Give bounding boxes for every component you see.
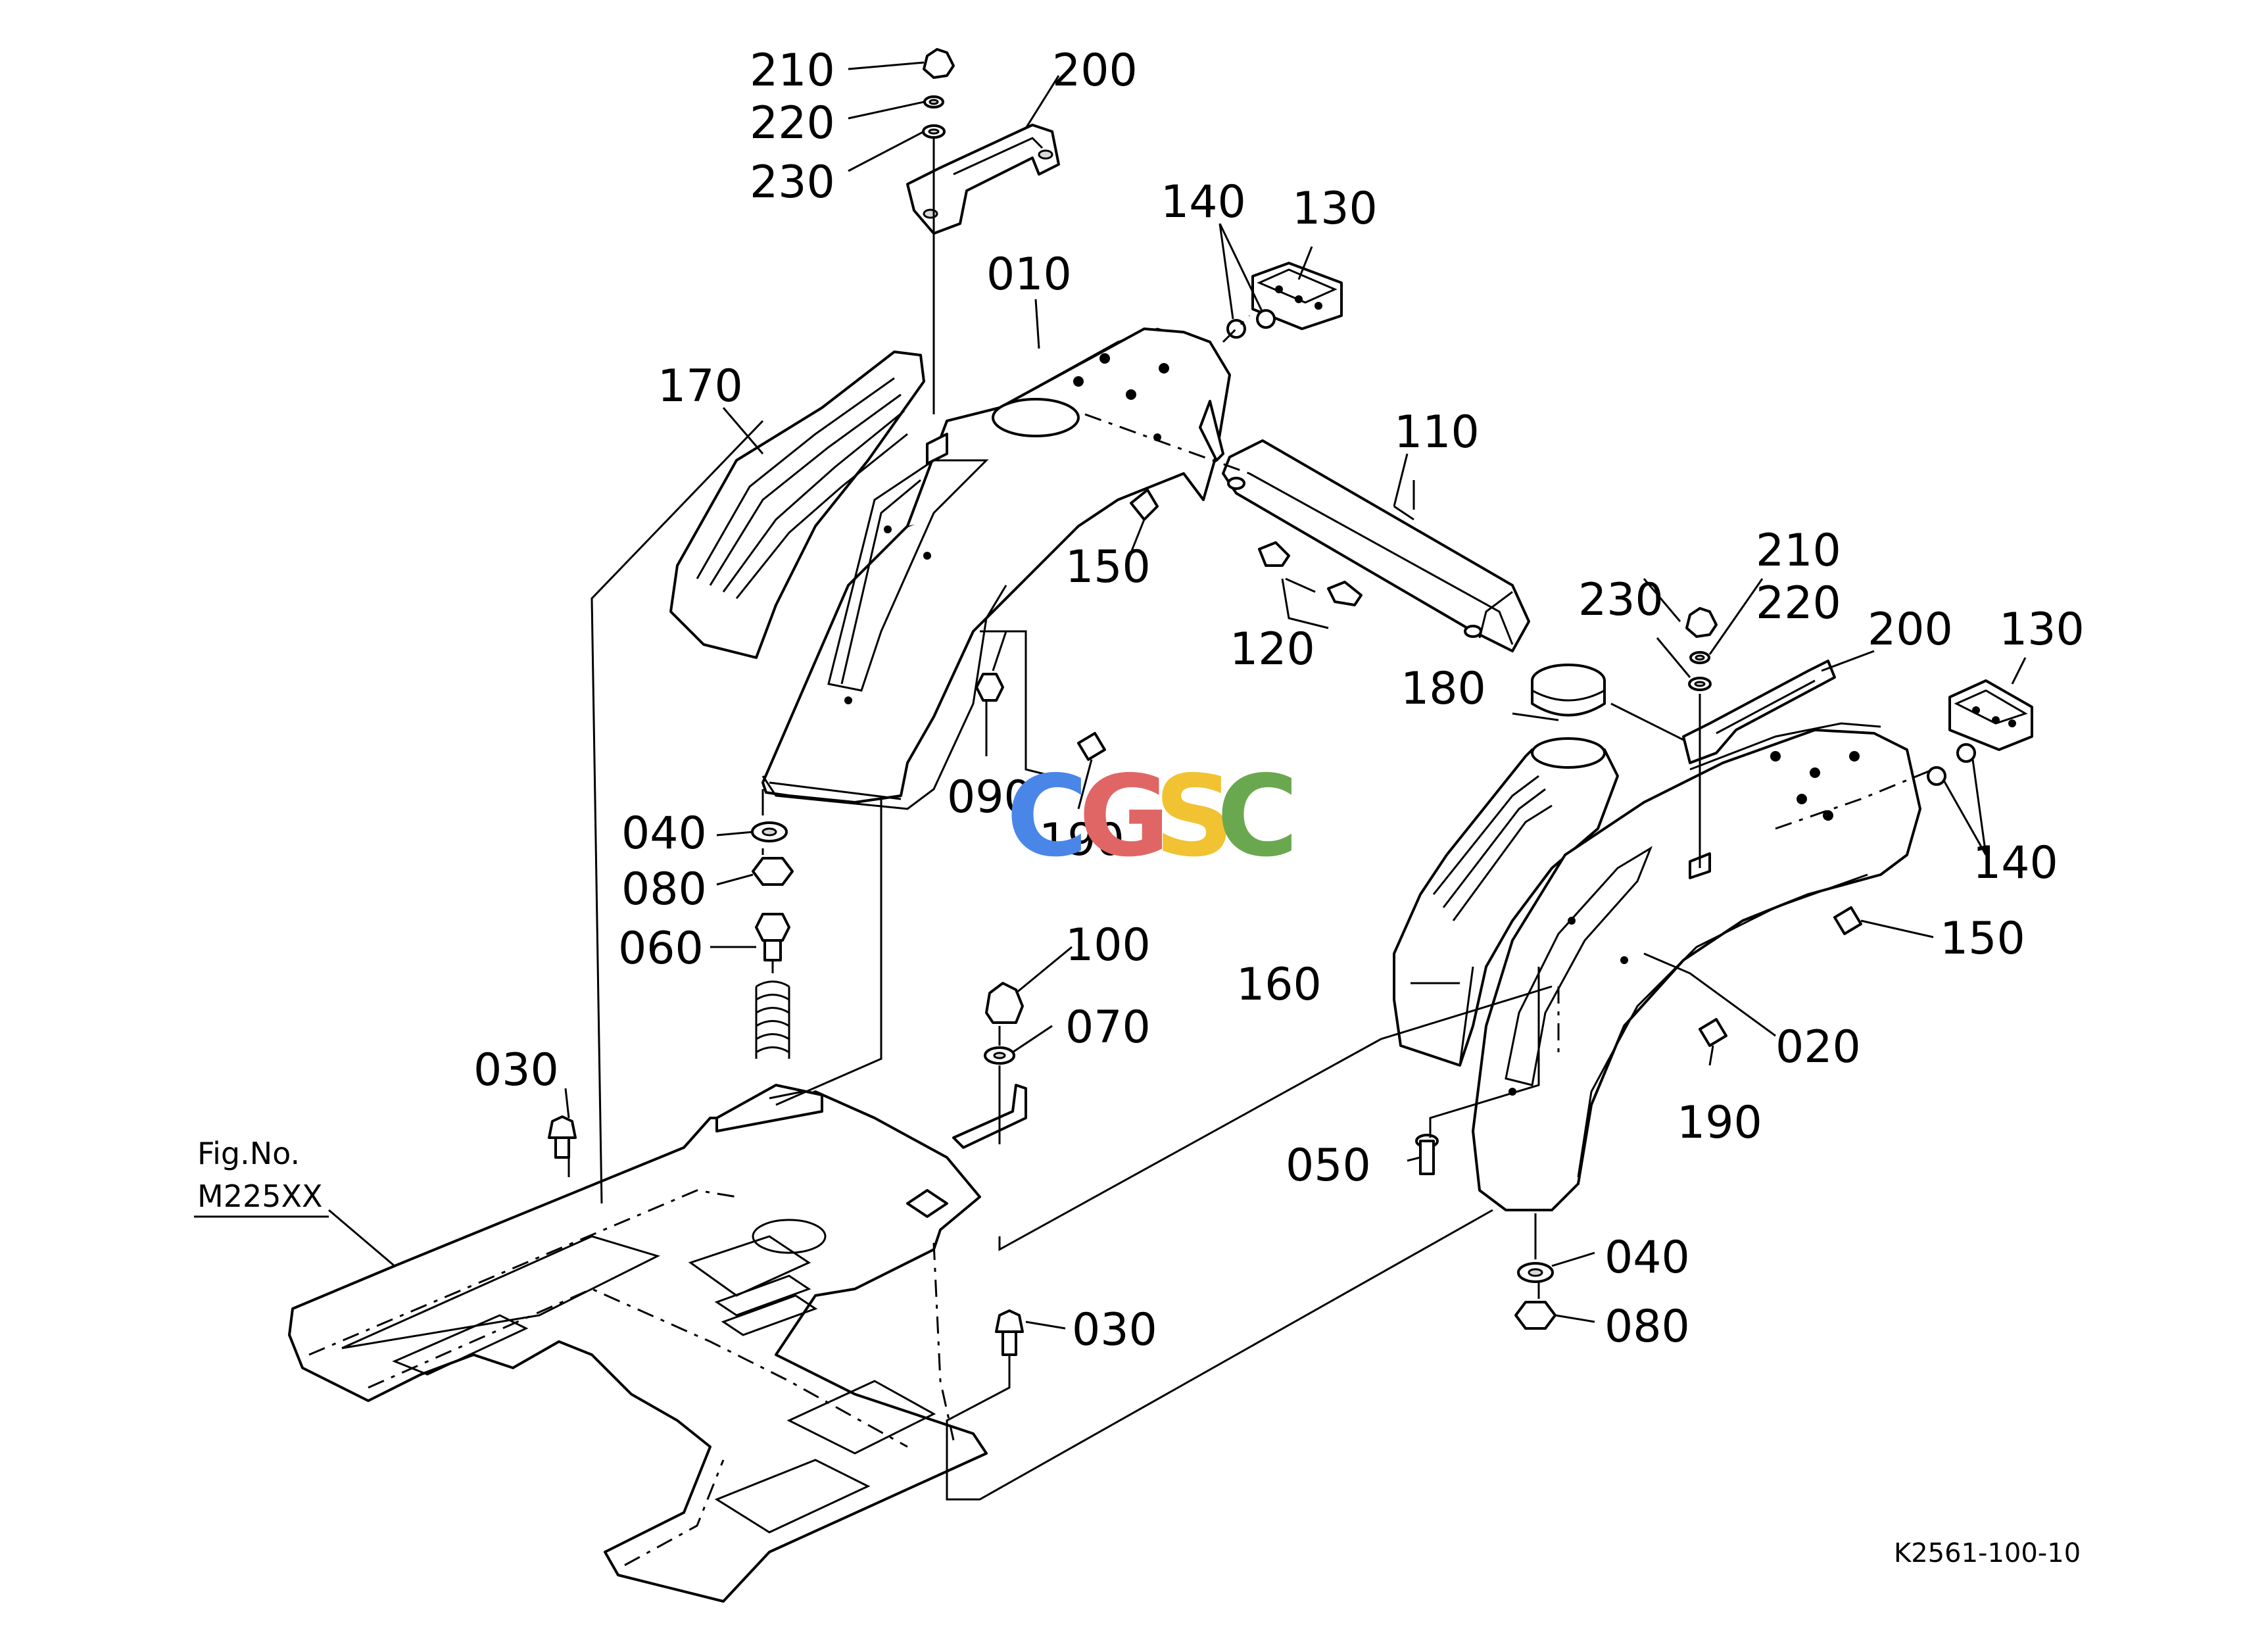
pin-030-upper (548, 1115, 577, 1159)
screw-150-left (1130, 489, 1159, 521)
callout-030-upper: 030 (473, 1044, 559, 1096)
tail-lamp-130-right (1948, 679, 2033, 751)
tail-lamp-130-left (1251, 262, 1343, 330)
callout-020: 020 (1775, 1021, 1861, 1073)
callout-labels: 210 220 230 200 140 130 010 170 110 150 … (473, 45, 2085, 1356)
watermark-letter-3: S (1154, 752, 1234, 882)
washer-220-right (1689, 651, 1710, 664)
callout-180: 180 (1401, 663, 1486, 715)
callout-100: 100 (1065, 919, 1151, 971)
spring (755, 981, 790, 1059)
screw-150-right (1833, 906, 1862, 935)
washer-070 (984, 1046, 1015, 1065)
callout-210-right: 210 (1756, 525, 1841, 577)
callout-220-right: 220 (1756, 577, 1841, 629)
washer-040-right (1517, 1262, 1554, 1283)
callout-230-left: 230 (750, 157, 835, 208)
bracket (952, 1084, 1027, 1149)
callout-130-left: 130 (1292, 183, 1378, 235)
bolt-060 (755, 913, 790, 961)
left-fender-010 (761, 328, 1231, 810)
grab-handle-200-left (906, 124, 1060, 235)
callout-200-left: 200 (1052, 45, 1138, 97)
assembly-lines (567, 138, 1934, 1501)
washer-230-right (1688, 677, 1712, 691)
drawing-reference-number: K2561-100-10 (1894, 1538, 2081, 1568)
washer-230-left (922, 124, 946, 139)
bolt-050 (1415, 1134, 1439, 1175)
callout-070: 070 (1065, 1002, 1151, 1054)
callout-010: 010 (986, 249, 1072, 301)
callout-130-right: 130 (1999, 604, 2085, 656)
floor-frame (288, 1084, 988, 1603)
figure-ref-line1: Fig.No. (197, 1136, 300, 1171)
leader-lines (328, 61, 2027, 1330)
watermark: C G S C (1006, 752, 1299, 882)
callout-150-left: 150 (1065, 541, 1151, 593)
callout-170: 170 (658, 360, 743, 412)
callout-220-left: 220 (750, 97, 835, 149)
watermark-letter-2: G (1078, 752, 1170, 882)
nut-140-left (1226, 309, 1276, 339)
nut-080-right (1514, 1301, 1556, 1330)
pin-030-lower (995, 1309, 1024, 1356)
callout-210-left: 210 (750, 45, 835, 97)
callout-230-right: 230 (1578, 574, 1664, 626)
callout-050: 050 (1286, 1140, 1371, 1192)
watermark-letter-4: C (1217, 752, 1299, 882)
figure-reference: Fig.No. M225XX (194, 1136, 329, 1218)
cap-nut-100 (985, 982, 1024, 1024)
callout-090: 090 (947, 771, 1032, 823)
cap-nut-210-left (923, 48, 955, 79)
washer-220-left (923, 95, 944, 109)
callout-190-right: 190 (1677, 1097, 1762, 1149)
rear-cover-110 (1222, 439, 1530, 652)
callout-120: 120 (1230, 623, 1315, 675)
callout-150-right: 150 (1940, 913, 2025, 965)
nut-090 (975, 673, 1004, 702)
callout-080-right: 080 (1604, 1301, 1690, 1353)
callout-030-lower: 030 (1072, 1304, 1157, 1356)
screw-190-right (1699, 1018, 1727, 1047)
callout-140-left: 140 (1161, 176, 1246, 228)
callout-160: 160 (1236, 959, 1322, 1011)
callout-060: 060 (618, 923, 704, 975)
callout-200-right: 200 (1868, 604, 1953, 656)
callout-140-right: 140 (1973, 837, 2058, 889)
callout-080-left: 080 (621, 863, 707, 915)
watermark-letter-1: C (1006, 752, 1088, 882)
grab-handle-200-right (1682, 660, 1836, 764)
nut-080-left (752, 857, 794, 886)
callout-190-left: 190 (1039, 814, 1124, 866)
fender-mat-170 (669, 351, 925, 659)
screw-190-left (1077, 732, 1106, 761)
bolts-120 (1258, 541, 1363, 606)
cap-nut-210-right (1685, 607, 1718, 638)
figure-ref-line2: M225XX (197, 1178, 323, 1214)
fuel-tank-160 (1393, 737, 1619, 1067)
callout-110: 110 (1394, 406, 1480, 458)
callout-040-right: 040 (1604, 1232, 1690, 1284)
callout-040-left: 040 (621, 808, 707, 860)
fuel-cap-180 (1531, 664, 1606, 717)
washer-040-left (751, 821, 788, 842)
nut-140-right (1927, 743, 1976, 786)
